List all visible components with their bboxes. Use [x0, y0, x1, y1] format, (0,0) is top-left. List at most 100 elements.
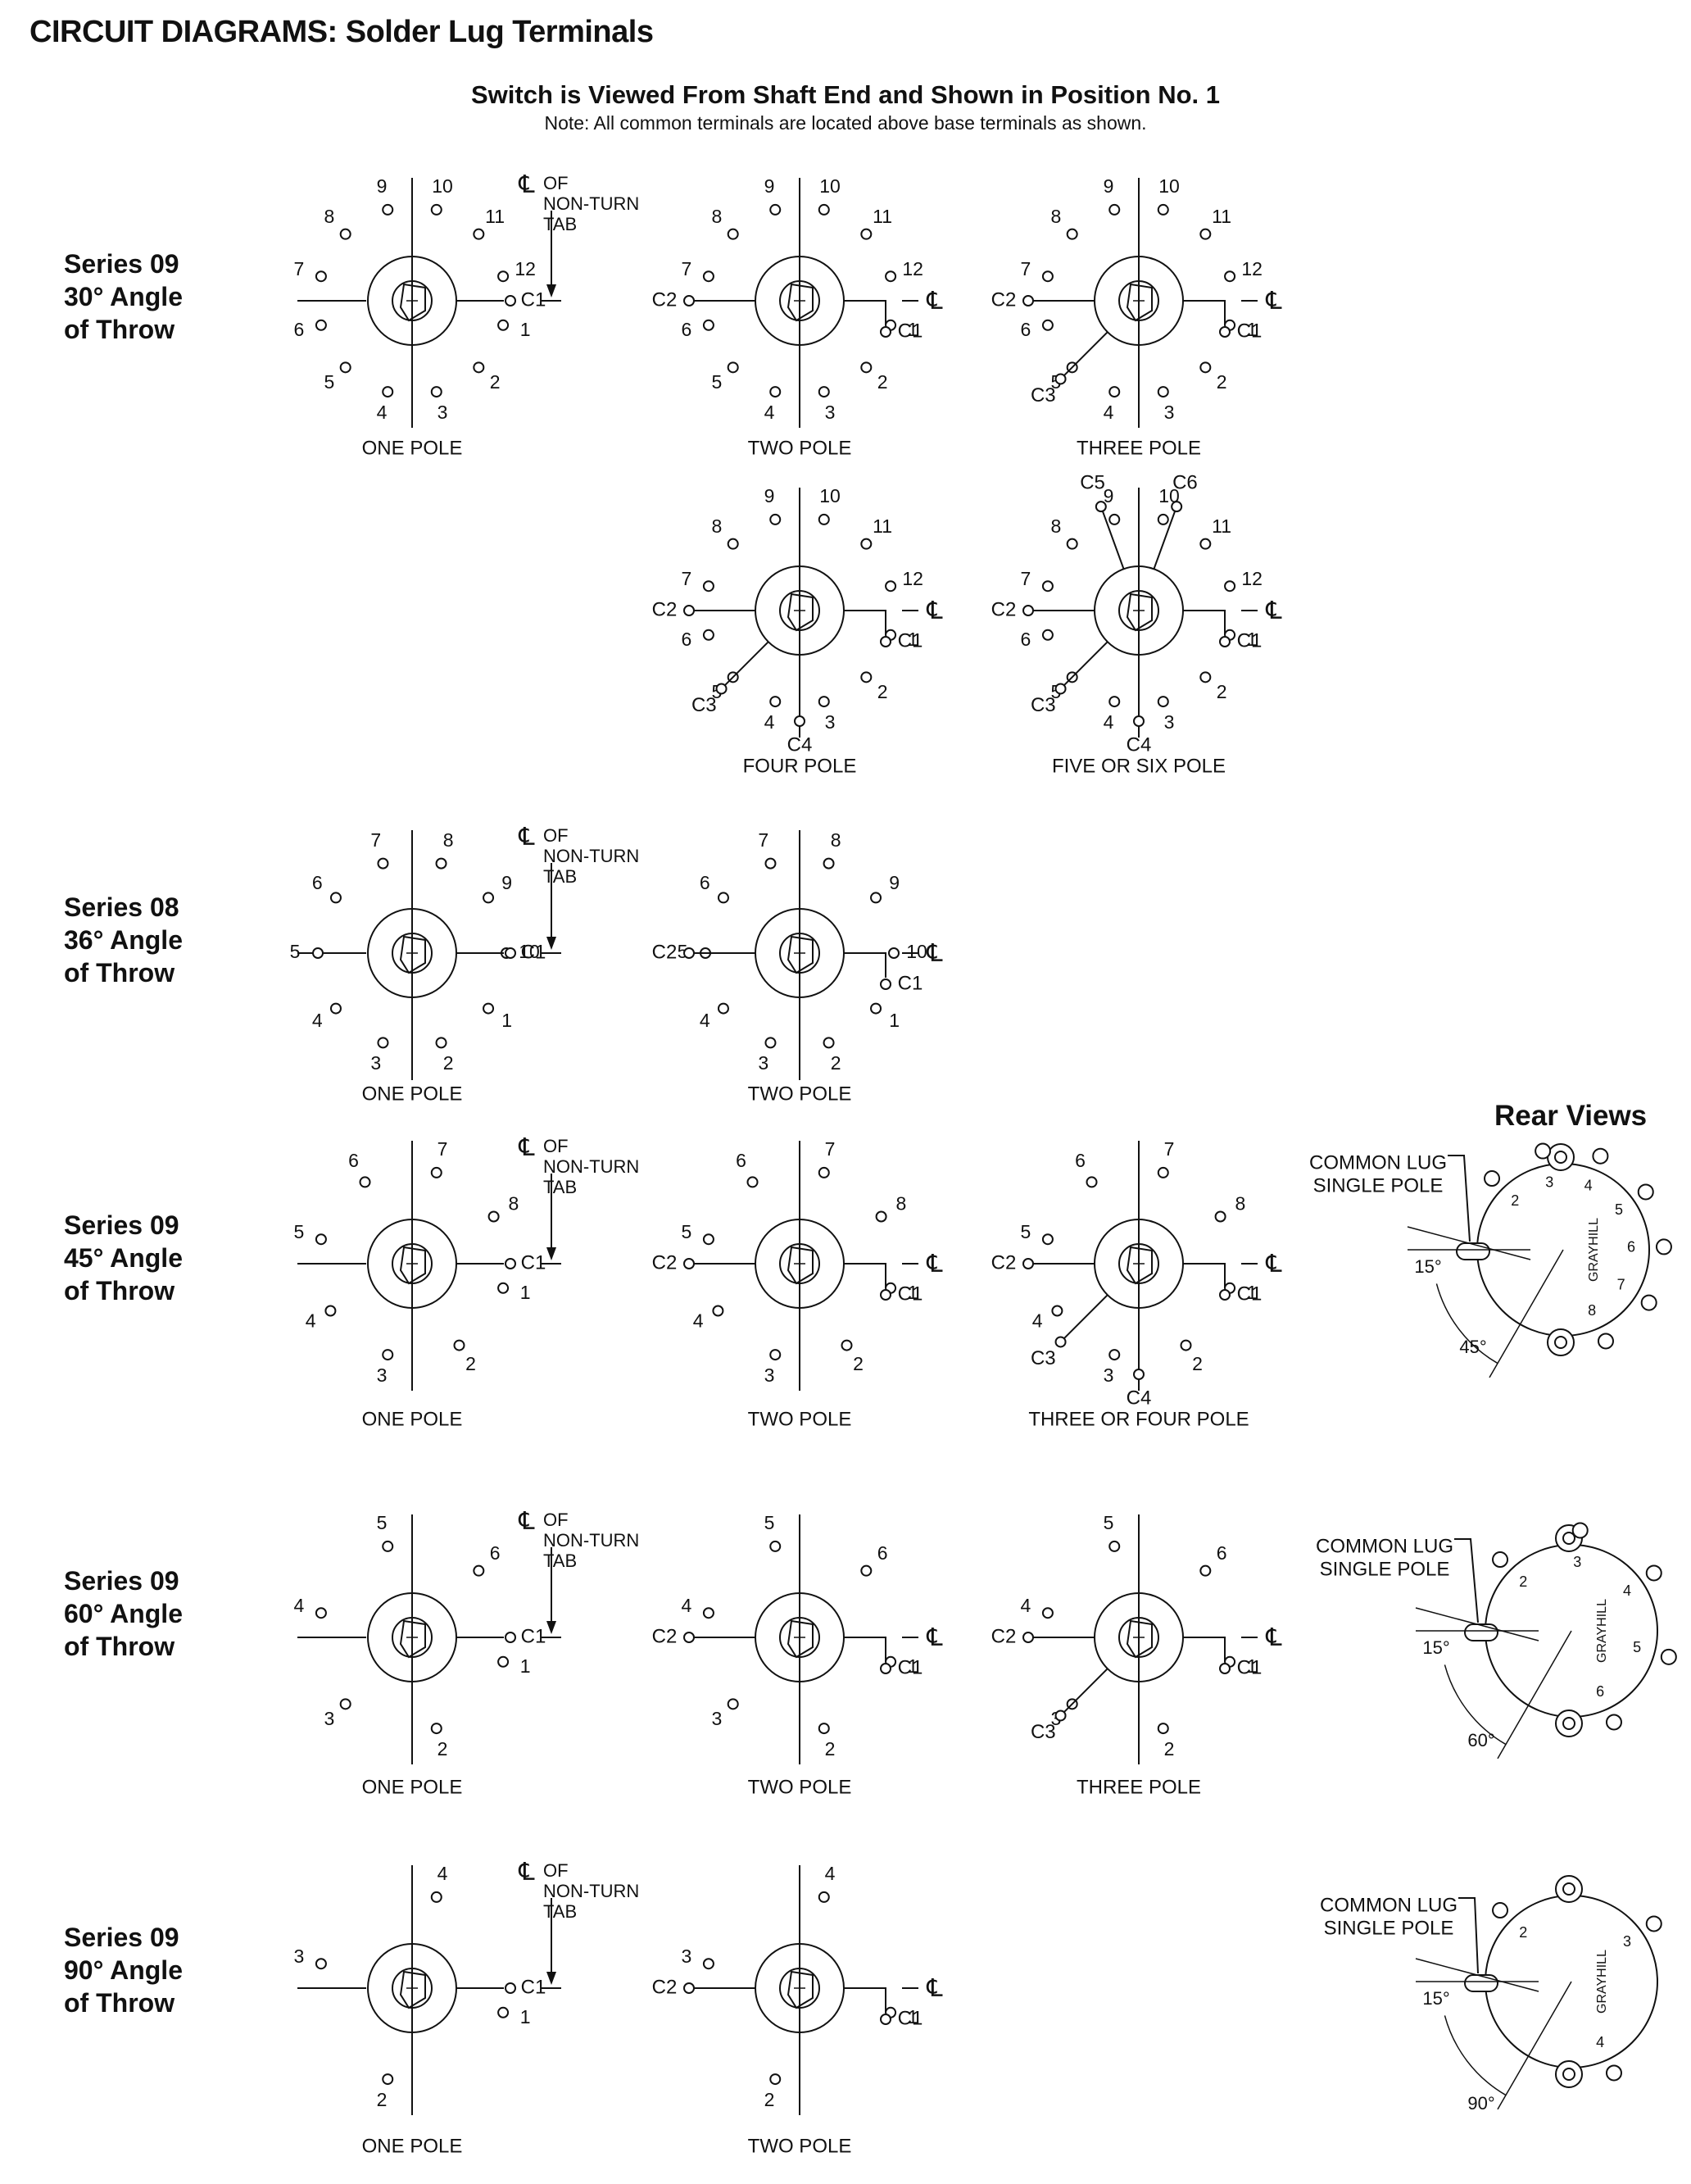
- rear-terminal-number: 8: [1588, 1302, 1596, 1319]
- terminal-number: 10: [1158, 175, 1180, 197]
- terminal-number: 3: [437, 402, 448, 423]
- tab-arrow-head: [546, 284, 556, 297]
- common-label: C3: [1031, 384, 1056, 406]
- terminal-lug: [1041, 580, 1054, 593]
- terminal-number: 10: [819, 175, 841, 197]
- tab-note-label: NON-TURN: [543, 1530, 639, 1551]
- terminal-number: 1: [1247, 1655, 1258, 1677]
- terminal-lug: [497, 2006, 510, 2018]
- rear-terminal-lug: [1484, 1170, 1501, 1187]
- common-lug: [880, 978, 891, 990]
- terminal-lug: [818, 386, 830, 398]
- centerline-symbol: ℄: [1265, 1624, 1282, 1651]
- common-lug: [1219, 326, 1231, 338]
- terminal-number: 6: [293, 319, 304, 340]
- terminal-lug: [315, 270, 327, 283]
- rear-terminal-number: 3: [1545, 1174, 1553, 1190]
- terminal-number: 7: [1020, 568, 1031, 589]
- common-lug: [880, 2014, 891, 2025]
- terminal-lug: [312, 947, 324, 959]
- common-lug-label: COMMON LUG: [1320, 1894, 1458, 1916]
- tab-arrow-head: [546, 1972, 556, 1985]
- rear-terminal-lug: [1492, 1902, 1509, 1919]
- diagram-note: Note: All common terminals are located a…: [544, 112, 1147, 134]
- common-label: C2: [652, 1976, 678, 1998]
- terminal-lug: [1041, 1233, 1054, 1246]
- terminal-number: 1: [1247, 319, 1258, 340]
- rear-terminal-lug: [1640, 1294, 1657, 1311]
- brand-mark: GRAYHILL: [1595, 1950, 1609, 2014]
- common-lug: [683, 295, 695, 306]
- terminal-lug: [1157, 203, 1169, 216]
- tab-note-label: TAB: [543, 214, 577, 234]
- rear-terminal-number: 6: [1596, 1683, 1604, 1700]
- common-label: C4: [1127, 1387, 1152, 1409]
- terminal-lug: [1066, 538, 1078, 550]
- terminal-number: 9: [1104, 175, 1114, 197]
- terminal-number: 2: [437, 1738, 448, 1759]
- rear-terminal-lug: [1645, 1915, 1662, 1932]
- pole-caption: THREE POLE: [1077, 437, 1201, 459]
- lug-leader: [1458, 1897, 1479, 1974]
- common-lug: [505, 295, 516, 306]
- common-label: C5: [1080, 471, 1105, 493]
- terminal-number: 2: [831, 1052, 841, 1074]
- terminal-number: 3: [1164, 711, 1175, 733]
- shaft-flat: [1126, 283, 1153, 322]
- terminal-number: 3: [1104, 1364, 1114, 1386]
- terminal-lug: [769, 386, 782, 398]
- terminal-lug: [769, 203, 782, 216]
- common-label: C2: [652, 1251, 678, 1274]
- terminal-lug: [339, 228, 351, 240]
- common-lug: [1133, 715, 1145, 727]
- terminal-lug: [885, 270, 897, 283]
- terminal-lug: [1157, 696, 1169, 708]
- shaft-circle: [1118, 280, 1159, 321]
- terminal-number: 9: [889, 872, 900, 893]
- terminal-lug: [1041, 629, 1054, 641]
- rear-terminal-lug: [1592, 1147, 1609, 1165]
- centerline-symbol: ℄: [518, 1508, 535, 1535]
- switch-diagram: 123456789101112C1C2C3℄THREE POLE: [991, 175, 1283, 459]
- terminal-number: 4: [312, 1010, 323, 1031]
- terminal-number: 7: [293, 258, 304, 279]
- terminal-lug: [818, 1723, 830, 1735]
- terminal-lug: [764, 1037, 777, 1049]
- terminal-number: 4: [1104, 711, 1114, 733]
- centerline-symbol: ℄: [926, 1975, 943, 2002]
- terminal-lug: [1051, 1305, 1063, 1317]
- shaft-circle: [1118, 590, 1159, 631]
- shaft-flat: [787, 1970, 814, 2009]
- terminal-lug: [702, 629, 714, 641]
- pole-caption: TWO POLE: [748, 437, 852, 459]
- terminal-number: 2: [853, 1353, 864, 1374]
- shaft-circle: [779, 280, 820, 321]
- terminal-lug: [315, 319, 327, 331]
- common-lug: [505, 1258, 516, 1269]
- common-wire: [1183, 300, 1226, 325]
- terminal-number: 5: [681, 1221, 691, 1242]
- common-lug: [880, 636, 891, 647]
- terminal-lug: [1108, 1540, 1121, 1552]
- terminal-lug: [1157, 1166, 1169, 1178]
- terminal-lug: [430, 386, 442, 398]
- dimension-line: [1415, 1607, 1539, 1641]
- common-lug: [1022, 1632, 1034, 1643]
- rear-common-lug: [1464, 1623, 1498, 1641]
- terminal-lug: [1108, 696, 1121, 708]
- rear-terminal-number: 5: [1615, 1201, 1623, 1218]
- shaft-circle: [392, 1617, 433, 1658]
- terminal-number: 2: [1164, 1738, 1175, 1759]
- terminal-number: 6: [700, 872, 710, 893]
- shaft-circle: [779, 590, 820, 631]
- terminal-lug: [769, 1540, 782, 1552]
- terminal-lug: [1199, 228, 1212, 240]
- common-label: C2: [652, 288, 678, 311]
- terminal-number: 9: [377, 175, 388, 197]
- common-lug: [1171, 501, 1183, 513]
- terminal-number: 6: [736, 1150, 746, 1171]
- terminal-number: 6: [348, 1150, 359, 1171]
- terminal-number: 1: [908, 319, 918, 340]
- common-lug: [1022, 295, 1034, 306]
